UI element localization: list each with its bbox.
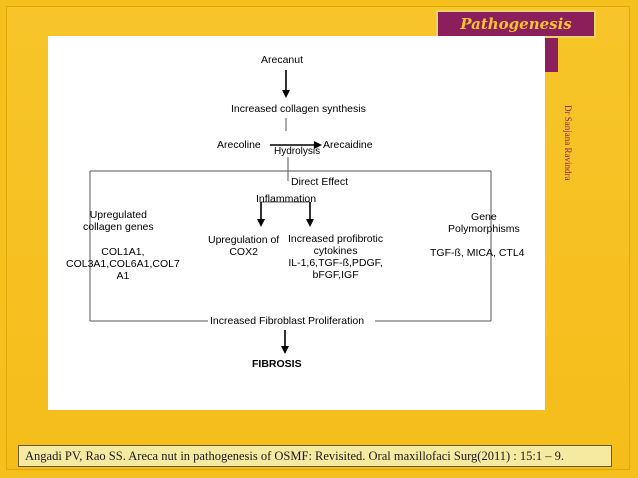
cox-line-1: Upregulation of bbox=[208, 234, 280, 246]
node-collagen-genes-list: COL1A1, COL3A1,COL6A1,COL7 A1 bbox=[66, 246, 180, 282]
node-upregulated-collagen: Upregulated collagen genes bbox=[83, 209, 154, 233]
reference-text: Angadi PV, Rao SS. Areca nut in pathogen… bbox=[25, 448, 564, 463]
col-line-1: COL1A1, bbox=[101, 246, 145, 258]
cox-line-2: COX2 bbox=[229, 246, 258, 258]
author-credit: Dr Sanjana Ravindra bbox=[563, 105, 573, 181]
slide-title-box: Pathogenesis bbox=[436, 10, 596, 38]
gene-line-1: Gene bbox=[471, 211, 497, 223]
col-line-3: A1 bbox=[116, 270, 130, 282]
cyto-line-3: IL-1,6,TGF-ß,PDGF, bbox=[288, 257, 383, 269]
accent-bar bbox=[545, 36, 558, 72]
activate-windows-watermark: Activate Windows bbox=[393, 402, 509, 410]
diagram-connectors bbox=[89, 70, 492, 354]
reference-box: Angadi PV, Rao SS. Areca nut in pathogen… bbox=[18, 445, 612, 467]
cyto-line-2: cytokines bbox=[313, 245, 358, 257]
node-collagen-synthesis: Increased collagen synthesis bbox=[231, 103, 366, 115]
cyto-line-1: Increased profibrotic bbox=[288, 233, 384, 245]
node-arecoline: Arecoline bbox=[217, 139, 261, 151]
upregulated-line-2: collagen genes bbox=[83, 221, 154, 233]
node-cox2: Upregulation of COX2 bbox=[208, 234, 279, 258]
pathogenesis-diagram: Arecanut Increased collagen synthesis Ar… bbox=[48, 36, 545, 410]
node-inflammation: Inflammation bbox=[256, 193, 317, 205]
node-gene-polymorphisms: Gene Polymorphisms bbox=[448, 211, 520, 235]
node-direct-effect: Direct Effect bbox=[291, 176, 348, 188]
node-hydrolysis: Hydrolysis bbox=[274, 146, 321, 157]
node-fibrosis: FIBROSIS bbox=[252, 358, 302, 370]
node-arecanut: Arecanut bbox=[261, 54, 304, 66]
upregulated-line-1: Upregulated bbox=[89, 209, 147, 221]
node-arecaidine: Arecaidine bbox=[323, 139, 373, 151]
node-profibrotic-cytokines: Increased profibrotic cytokines IL-1,6,T… bbox=[288, 233, 383, 281]
node-gene-list: TGF-ß, MICA, CTL4 bbox=[430, 247, 525, 259]
gene-line-2: Polymorphisms bbox=[448, 223, 520, 235]
node-fibroblast-proliferation: Increased Fibroblast Proliferation bbox=[210, 315, 365, 327]
slide-title: Pathogenesis bbox=[460, 15, 572, 33]
col-line-2: COL3A1,COL6A1,COL7 bbox=[66, 258, 180, 270]
cyto-line-4: bFGF,IGF bbox=[312, 269, 359, 281]
